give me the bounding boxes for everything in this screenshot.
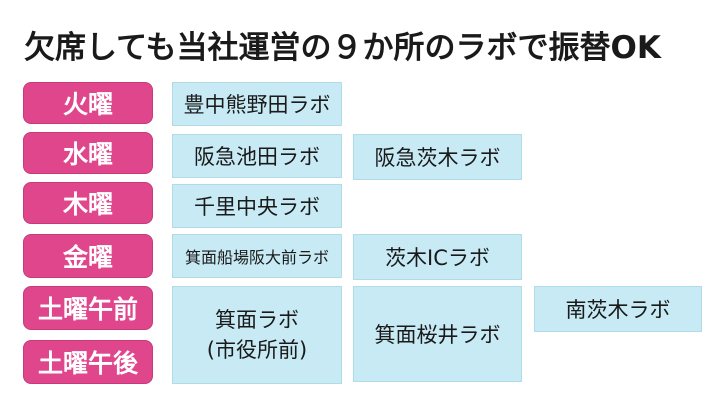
lab-minoh-name: 箕面ラボ [215, 308, 299, 332]
lab-ibaraki-hankyu: 阪急茨木ラボ [353, 134, 522, 180]
lab-minoh: 箕面ラボ (市役所前) [172, 286, 342, 384]
day-label-tuesday: 火曜 [23, 82, 153, 124]
lab-ikeda: 阪急池田ラボ [172, 134, 342, 178]
day-label-friday: 金曜 [23, 234, 153, 278]
lab-handai: 箕面船場阪大前ラボ [172, 234, 342, 278]
lab-senri: 千里中央ラボ [172, 184, 342, 228]
day-label-saturday-afternoon: 土曜午後 [23, 340, 153, 384]
day-label-wednesday: 水曜 [23, 132, 153, 174]
lab-sakurai: 箕面桜井ラボ [353, 286, 522, 382]
day-label-thursday: 木曜 [23, 182, 153, 224]
page-title: 欠席しても当社運営の９か所のラボで振替OK [24, 30, 661, 66]
lab-minoh-note: (市役所前) [206, 338, 308, 362]
day-label-saturday-morning: 土曜午前 [23, 286, 153, 330]
lab-toyonaka: 豊中熊野田ラボ [172, 82, 342, 126]
lab-ibaraki-ic: 茨木ICラボ [353, 234, 522, 280]
lab-minami-ibaraki: 南茨木ラボ [534, 286, 702, 332]
